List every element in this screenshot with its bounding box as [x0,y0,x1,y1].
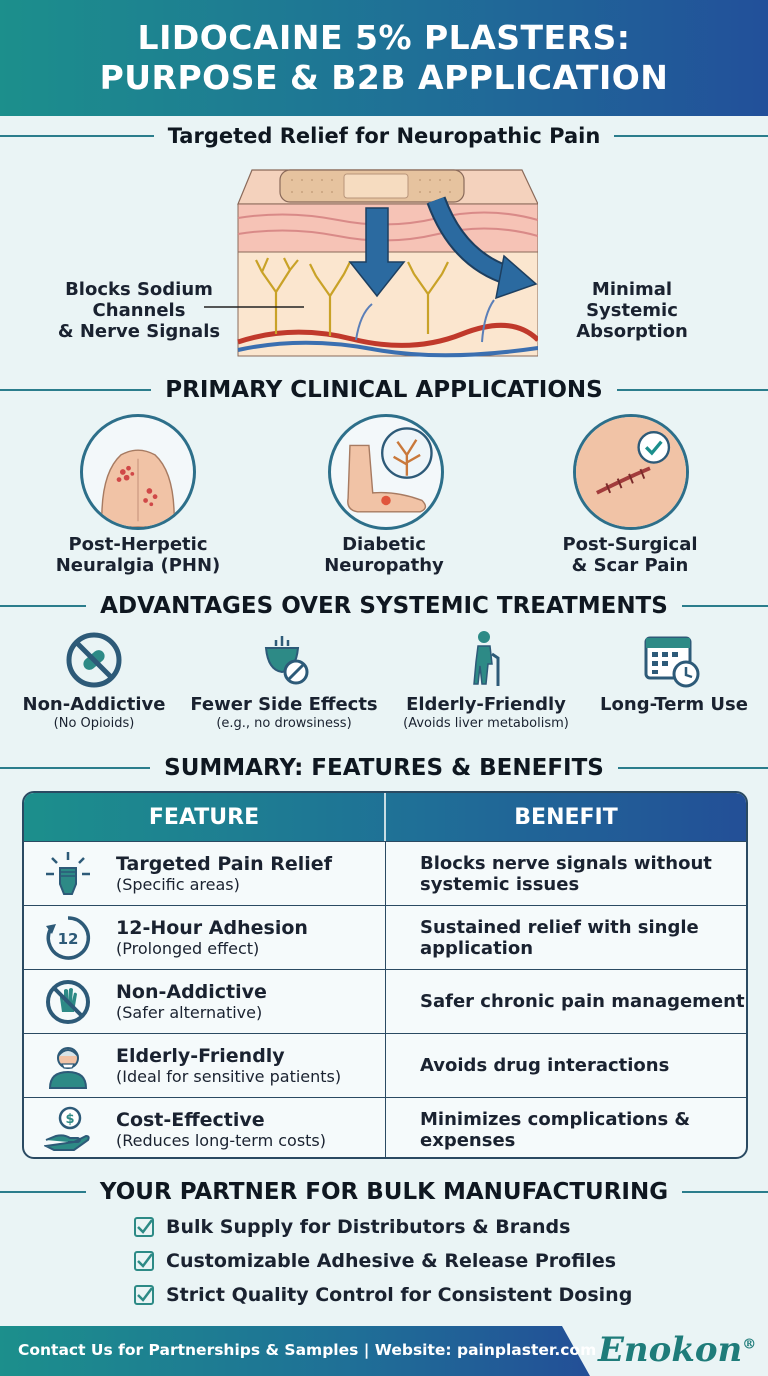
no-opioids-icon [66,632,122,688]
checkbox-icon [134,1251,154,1271]
feature-detail: (Specific areas) [116,874,240,894]
table-row: Elderly-Friendly (Ideal for sensitive pa… [24,1033,746,1097]
table-row: Targeted Pain Relief (Specific areas) Bl… [24,841,746,905]
benefit-line-2: application [420,937,534,959]
fewer-side-effects-icon [264,636,309,685]
feature-title: 12-Hour Adhesion [116,916,308,939]
svg-text:$: $ [65,1112,74,1127]
benefit-line-1: Sustained relief with single [420,916,699,938]
clinical-section-title: PRIMARY CLINICAL APPLICATIONS [0,374,768,406]
contact-text[interactable]: Contact Us for Partnerships & Samples | … [18,1341,597,1359]
feature-title: Cost-Effective [116,1108,265,1131]
app-label-diabetic: Diabetic Neuropathy [324,534,444,576]
feature-column-header: FEATURE [24,793,386,841]
diabetic-foot-illustration [328,414,444,530]
blocks-sodium-label: Blocks Sodium Channels & Nerve Signals [57,279,221,342]
clock-number: 12 [58,930,79,948]
table-header: FEATURE BENEFIT [24,793,746,841]
brand-logo: Enokon® [598,1330,757,1370]
benefit-line-1: Blocks nerve signals without [420,852,712,874]
calendar-clock-icon [644,636,700,688]
app-label-phn: Post-Herpetic Neuralgia (PHN) [55,534,221,576]
table-row: 12 12-Hour Adhesion (Prolonged effect) S… [24,905,746,969]
12-hour-clock-icon: 12 [46,915,91,960]
phn-back-illustration [80,414,196,530]
header-title-line-2: PURPOSE & B2B APPLICATION [99,58,669,97]
feature-detail: (Prolonged effect) [116,938,260,958]
adv-title-elderly-friendly: Elderly-Friendly [406,694,566,715]
benefit-line-1: Avoids drug interactions [420,1055,670,1076]
elderly-patient-icon [48,1046,88,1089]
benefit-column-header: BENEFIT [514,804,618,830]
page-header: LIDOCAINE 5% PLASTERS: PURPOSE & B2B APP… [0,0,768,116]
checkbox-icon [134,1285,154,1305]
fist-target-icon [46,851,90,895]
benefit-line-1: Safer chronic pain management [420,991,745,1012]
benefit-line-2: expenses [420,1129,516,1151]
app-label-surgical: Post-Surgical & Scar Pain [562,534,698,576]
advantages-section-title: ADVANTAGES OVER SYSTEMIC TREATMENTS [0,590,768,622]
feature-title: Targeted Pain Relief [116,852,332,875]
feature-title: Elderly-Friendly [116,1044,285,1067]
summary-section-title: SUMMARY: FEATURES & BENEFITS [0,752,768,784]
pointer-line [204,306,304,308]
checkbox-icon [134,1217,154,1237]
partner-item: Customizable Adhesive & Release Profiles [134,1250,616,1272]
adv-title-fewer-side-effects: Fewer Side Effects [190,694,378,715]
elderly-person-icon [473,631,500,686]
table-row: $ Cost-Effective (Reduces long-term cost… [24,1097,746,1157]
features-benefits-table: FEATURE BENEFIT Targeted Pain Relief (Sp… [22,791,748,1159]
adv-title-non-addictive: Non-Addictive [22,694,166,715]
skin-cross-section-illustration [237,169,538,358]
coin-hand-icon: $ [44,1106,90,1151]
page-footer: Contact Us for Partnerships & Samples | … [0,1326,768,1376]
partner-section-title: YOUR PARTNER FOR BULK MANUFACTURING [0,1176,768,1208]
relief-section-title: Targeted Relief for Neuropathic Pain [0,122,768,150]
adv-title-long-term-use: Long-Term Use [600,694,748,715]
benefit-line-2: systemic issues [420,873,580,895]
feature-title: Non-Addictive [116,980,267,1003]
feature-detail: (Reduces long-term costs) [116,1130,327,1150]
scar-illustration [573,414,689,530]
partner-item: Strict Quality Control for Consistent Do… [134,1284,632,1306]
footer-band [0,1326,590,1376]
adv-sub-fewer-side-effects: (e.g., no drowsiness) [216,716,352,731]
adv-sub-non-addictive: (No Opioids) [53,716,135,731]
adv-sub-elderly-friendly: (Avoids liver metabolism) [403,716,569,731]
benefit-line-1: Minimizes complications & [420,1108,691,1130]
table-row: Non-Addictive (Safer alternative) Safer … [24,969,746,1033]
partner-item: Bulk Supply for Distributors & Brands [134,1216,570,1238]
no-hand-icon [46,979,90,1024]
header-title-line-1: LIDOCAINE 5% PLASTERS: [137,18,631,57]
feature-detail: (Safer alternative) [116,1002,263,1022]
minimal-absorption-label: Minimal Systemic Absorption [576,279,688,342]
feature-detail: (Ideal for sensitive patients) [116,1066,342,1086]
